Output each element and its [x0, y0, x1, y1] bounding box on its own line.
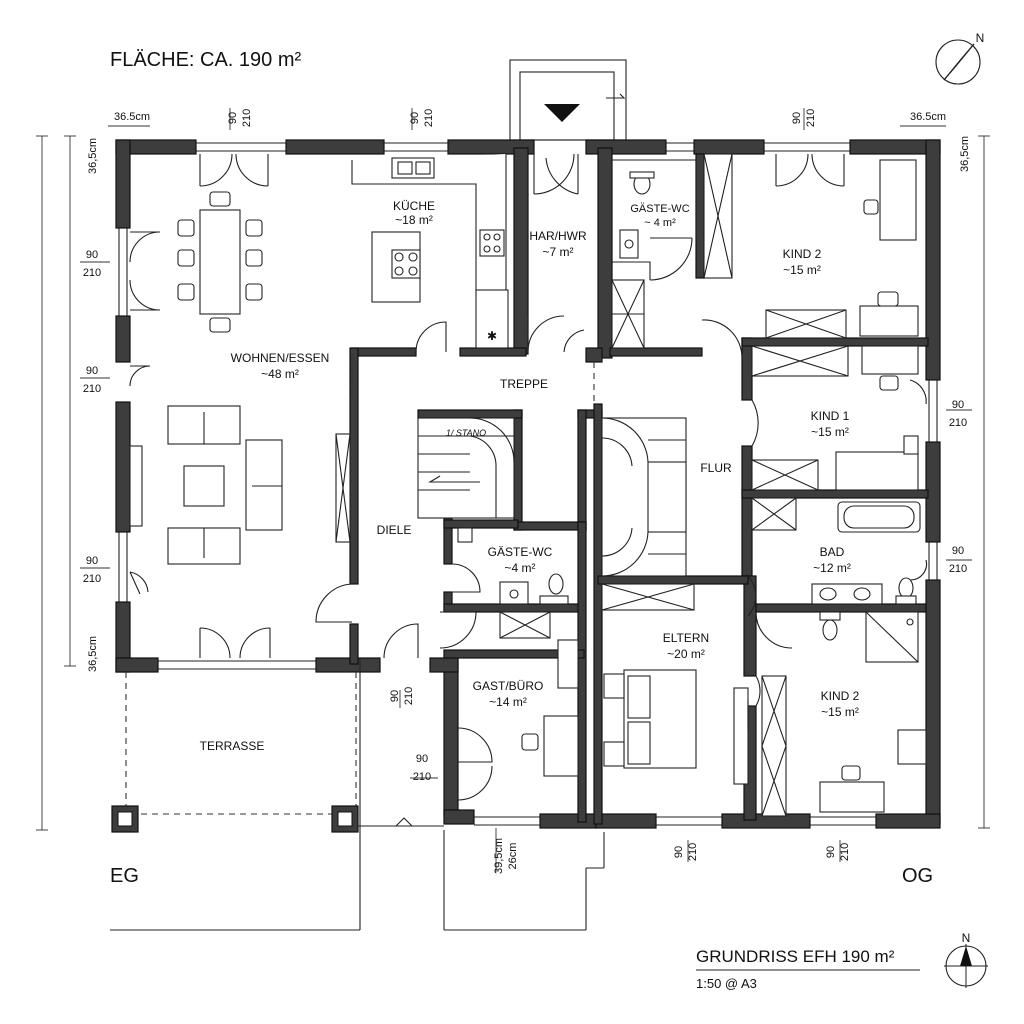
plan-title: GRUNDRISS EFH 190 m²: [696, 947, 895, 966]
svg-text:210: 210: [241, 109, 253, 127]
floor-label-og: OG: [902, 865, 933, 887]
fridge-icon: ✱: [487, 329, 497, 343]
compass-icon: [944, 944, 988, 988]
svg-text:36.5cm: 36.5cm: [114, 111, 150, 123]
entrance-canopy: [509, 59, 627, 141]
kind1-furniture: [751, 345, 919, 491]
area-header: FLÄCHE: CA. 190 m²: [110, 49, 302, 71]
svg-text:210: 210: [805, 109, 817, 127]
room-labels: KÜCHE ~18 m² HAR/HWR ~7 m² GÄSTE-WC ~ 4 …: [200, 199, 860, 753]
svg-text:36,5cm: 36,5cm: [959, 136, 971, 172]
svg-text:210: 210: [423, 109, 435, 127]
cooktop-icon: [391, 249, 421, 279]
interior-walls: [349, 147, 929, 825]
room-kueche-name: KÜCHE: [393, 199, 435, 213]
room-wohnen-area: ~48 m²: [261, 367, 299, 381]
svg-text:90: 90: [952, 545, 964, 557]
floor-label-eg: EG: [110, 865, 139, 887]
room-gast-area: ~14 m²: [489, 695, 527, 709]
terrace-outline: [110, 356, 605, 931]
svg-text:210: 210: [413, 771, 431, 783]
wc-og-fixtures: [611, 153, 733, 349]
room-kind2b-name: KIND 2: [821, 689, 860, 703]
gast-furniture: [499, 611, 579, 777]
wc-eg-fixtures: [457, 527, 569, 605]
fireplace: [129, 445, 143, 527]
room-bad-area: ~12 m²: [813, 561, 851, 575]
eltern-furniture: [601, 583, 749, 785]
svg-text:36,5cm: 36,5cm: [87, 138, 99, 174]
svg-text:26cm: 26cm: [507, 843, 519, 870]
room-kind1-name: KIND 1: [811, 409, 850, 423]
room-wc-eg-name: GÄSTE-WC: [488, 545, 553, 559]
room-wc-eg-area: ~4 m²: [504, 561, 535, 575]
svg-text:39,5cm: 39,5cm: [493, 838, 505, 874]
svg-text:90: 90: [86, 249, 98, 261]
bath-fixtures: [751, 497, 921, 663]
svg-text:90: 90: [952, 399, 964, 411]
svg-text:210: 210: [949, 563, 967, 575]
room-gast-name: GAST/BÜRO: [473, 679, 544, 693]
north-label-top: N: [976, 31, 985, 45]
north-arrow-icon: [935, 39, 981, 85]
svg-text:210: 210: [687, 843, 699, 861]
room-wohnen-name: WOHNEN/ESSEN: [231, 351, 330, 365]
room-bad-name: BAD: [820, 545, 845, 559]
svg-text:90: 90: [416, 753, 428, 765]
room-eltern-area: ~20 m²: [667, 647, 705, 661]
kitchen-furniture: ✱: [351, 154, 509, 349]
svg-text:90: 90: [86, 555, 98, 567]
svg-text:210: 210: [83, 383, 101, 395]
room-wc-og-area: ~ 4 m²: [644, 217, 676, 229]
room-kind1-area: ~15 m²: [811, 425, 849, 439]
svg-text:90: 90: [389, 690, 401, 702]
svg-text:210: 210: [403, 687, 415, 705]
room-hwr-name: HAR/HWR: [529, 229, 587, 243]
room-eltern-name: ELTERN: [663, 631, 709, 645]
entrance-arrow-icon: [544, 104, 580, 122]
svg-text:36,5cm: 36,5cm: [87, 636, 99, 672]
svg-text:210: 210: [83, 573, 101, 585]
svg-text:90: 90: [791, 112, 803, 124]
stair-eg: [417, 417, 515, 519]
svg-text:210: 210: [839, 843, 851, 861]
svg-text:90: 90: [86, 365, 98, 377]
door-swings: [129, 153, 928, 801]
room-diele-name: DIELE: [377, 523, 412, 537]
bed-icon: [623, 669, 697, 769]
room-hwr-area: ~7 m²: [542, 245, 573, 259]
room-treppe-name: TREPPE: [500, 377, 548, 391]
svg-text:90: 90: [409, 112, 421, 124]
room-kind2b-area: ~15 m²: [821, 705, 859, 719]
dimension-labels: 36.5cm 36.5cm 36,5cm 36,5cm 36,5cm 90 21…: [83, 109, 971, 874]
room-kind2a-name: KIND 2: [783, 247, 822, 261]
svg-text:36.5cm: 36.5cm: [910, 111, 946, 123]
dimension-lines: [36, 108, 990, 872]
svg-text:90: 90: [673, 846, 685, 858]
room-kind2a-area: ~15 m²: [783, 263, 821, 277]
plan-scale: 1:50 @ A3: [696, 976, 757, 991]
room-flur-name: FLUR: [700, 461, 732, 475]
dining-table: [177, 191, 263, 333]
living-furniture: [129, 405, 351, 565]
svg-text:90: 90: [825, 846, 837, 858]
stair-note: 1/ STANO: [446, 428, 486, 438]
stair-og: [601, 417, 687, 577]
svg-text:210: 210: [949, 417, 967, 429]
room-terrasse-name: TERRASSE: [200, 739, 265, 753]
svg-text:90: 90: [227, 112, 239, 124]
kind2-bottom-furniture: [761, 675, 927, 817]
north-label-bottom: N: [962, 931, 971, 945]
room-wc-og-name: GÄSTE-WC: [630, 203, 689, 215]
kind2-top-furniture: [765, 159, 919, 339]
svg-text:210: 210: [83, 267, 101, 279]
exterior-walls: [115, 139, 941, 829]
room-kueche-area: ~18 m²: [395, 213, 433, 227]
windows: [118, 142, 938, 826]
